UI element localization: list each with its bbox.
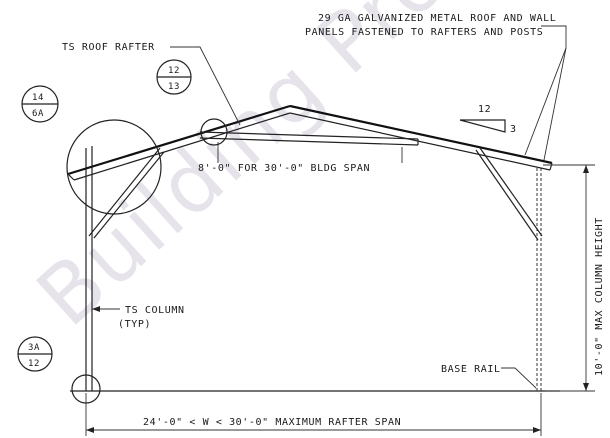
brace-length-label: 8'-0" FOR 30'-0" BLDG SPAN: [198, 163, 370, 174]
svg-text:3A: 3A: [28, 343, 40, 353]
roof-rafter: [67, 104, 553, 181]
ts-column-label-line1: TS COLUMN: [125, 305, 185, 316]
knee-braces: [88, 147, 543, 241]
base-rail-leader: [501, 367, 537, 389]
left-column: [85, 146, 93, 391]
rafter-span-label: 24'-0" < W < 30'-0" MAXIMUM RAFTER SPAN: [143, 417, 401, 428]
ts-column-arrow: [92, 306, 100, 312]
roof-panels-note-line2: PANELS FASTENED TO RAFTERS AND POSTS: [305, 27, 543, 38]
detail-callout-14-6a: 14 6A: [21, 85, 59, 123]
detail-circle-rafter-joint: [200, 118, 228, 146]
roof-rafter-leader: [170, 46, 241, 126]
ts-column-label-line2: (TYP): [118, 319, 151, 330]
detail-circle-eave: [66, 119, 162, 215]
svg-text:13: 13: [168, 82, 180, 92]
svg-text:12: 12: [28, 359, 40, 369]
roof-panels-leader: [524, 25, 567, 156]
detail-callout-3a-12: 3A 12: [17, 336, 53, 372]
svg-text:6A: 6A: [32, 109, 44, 119]
wall-panels-leader: [543, 47, 567, 161]
column-height-label: 10'-0" MAX COLUMN HEIGHT: [594, 217, 605, 376]
slope-indicator: 12 3: [459, 104, 517, 135]
detail-callout-12-13: 12 13: [156, 59, 192, 95]
slope-rise-label: 3: [510, 124, 517, 135]
svg-text:14: 14: [32, 93, 44, 103]
collar-brace: [199, 131, 419, 146]
roof-panels-note-line1: 29 GA GALVANIZED METAL ROOF AND WALL: [318, 13, 556, 24]
slope-run-label: 12: [478, 104, 491, 115]
column-height-dimension: [543, 164, 595, 392]
base-rail-label: BASE RAIL: [441, 364, 501, 375]
rafter-span-dimension: [85, 393, 542, 436]
svg-text:12: 12: [168, 66, 180, 76]
roof-rafter-label: TS ROOF RAFTER: [62, 42, 155, 53]
right-column: [536, 168, 542, 391]
